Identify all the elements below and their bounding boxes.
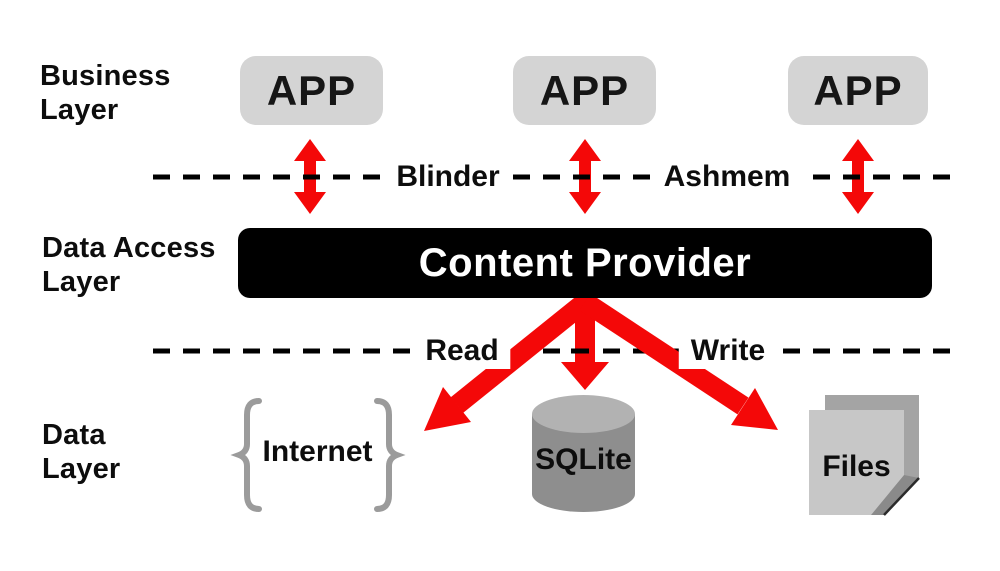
- content-provider-box: Content Provider: [238, 228, 932, 298]
- business-layer-label: Business Layer: [40, 60, 171, 126]
- sqlite-database-icon: SQLite: [532, 395, 635, 512]
- read-label: Read: [413, 333, 511, 369]
- contentprovider-internet-arrow: [424, 294, 592, 431]
- internet-label: Internet: [262, 435, 373, 468]
- files-label: Files: [822, 450, 891, 483]
- app-box-1: APP: [240, 56, 383, 125]
- files-icon: Files: [808, 394, 922, 516]
- data-layer-label: Data Layer: [42, 419, 121, 485]
- write-label: Write: [678, 333, 778, 369]
- content-provider-label: Content Provider: [418, 240, 752, 285]
- sqlite-label: SQLite: [535, 443, 632, 476]
- app-box-2: APP: [513, 56, 656, 125]
- app-box-3: APP: [788, 56, 928, 125]
- blinder-label: Blinder: [384, 159, 512, 195]
- cylinder-top: [532, 395, 635, 433]
- files-icon-graphic: [809, 395, 920, 516]
- app-label-1: APP: [266, 66, 357, 114]
- data-access-layer-label: Data Access Layer: [42, 232, 216, 298]
- binder-ashmem-boundary-line: [153, 174, 958, 354]
- contentprovider-files-arrow: [579, 293, 778, 430]
- app-label-3: APP: [813, 66, 903, 114]
- ashmem-label: Ashmem: [651, 159, 803, 195]
- app-label-2: APP: [539, 66, 630, 114]
- open-brace-icon: [230, 398, 262, 512]
- close-brace-icon: [374, 398, 406, 512]
